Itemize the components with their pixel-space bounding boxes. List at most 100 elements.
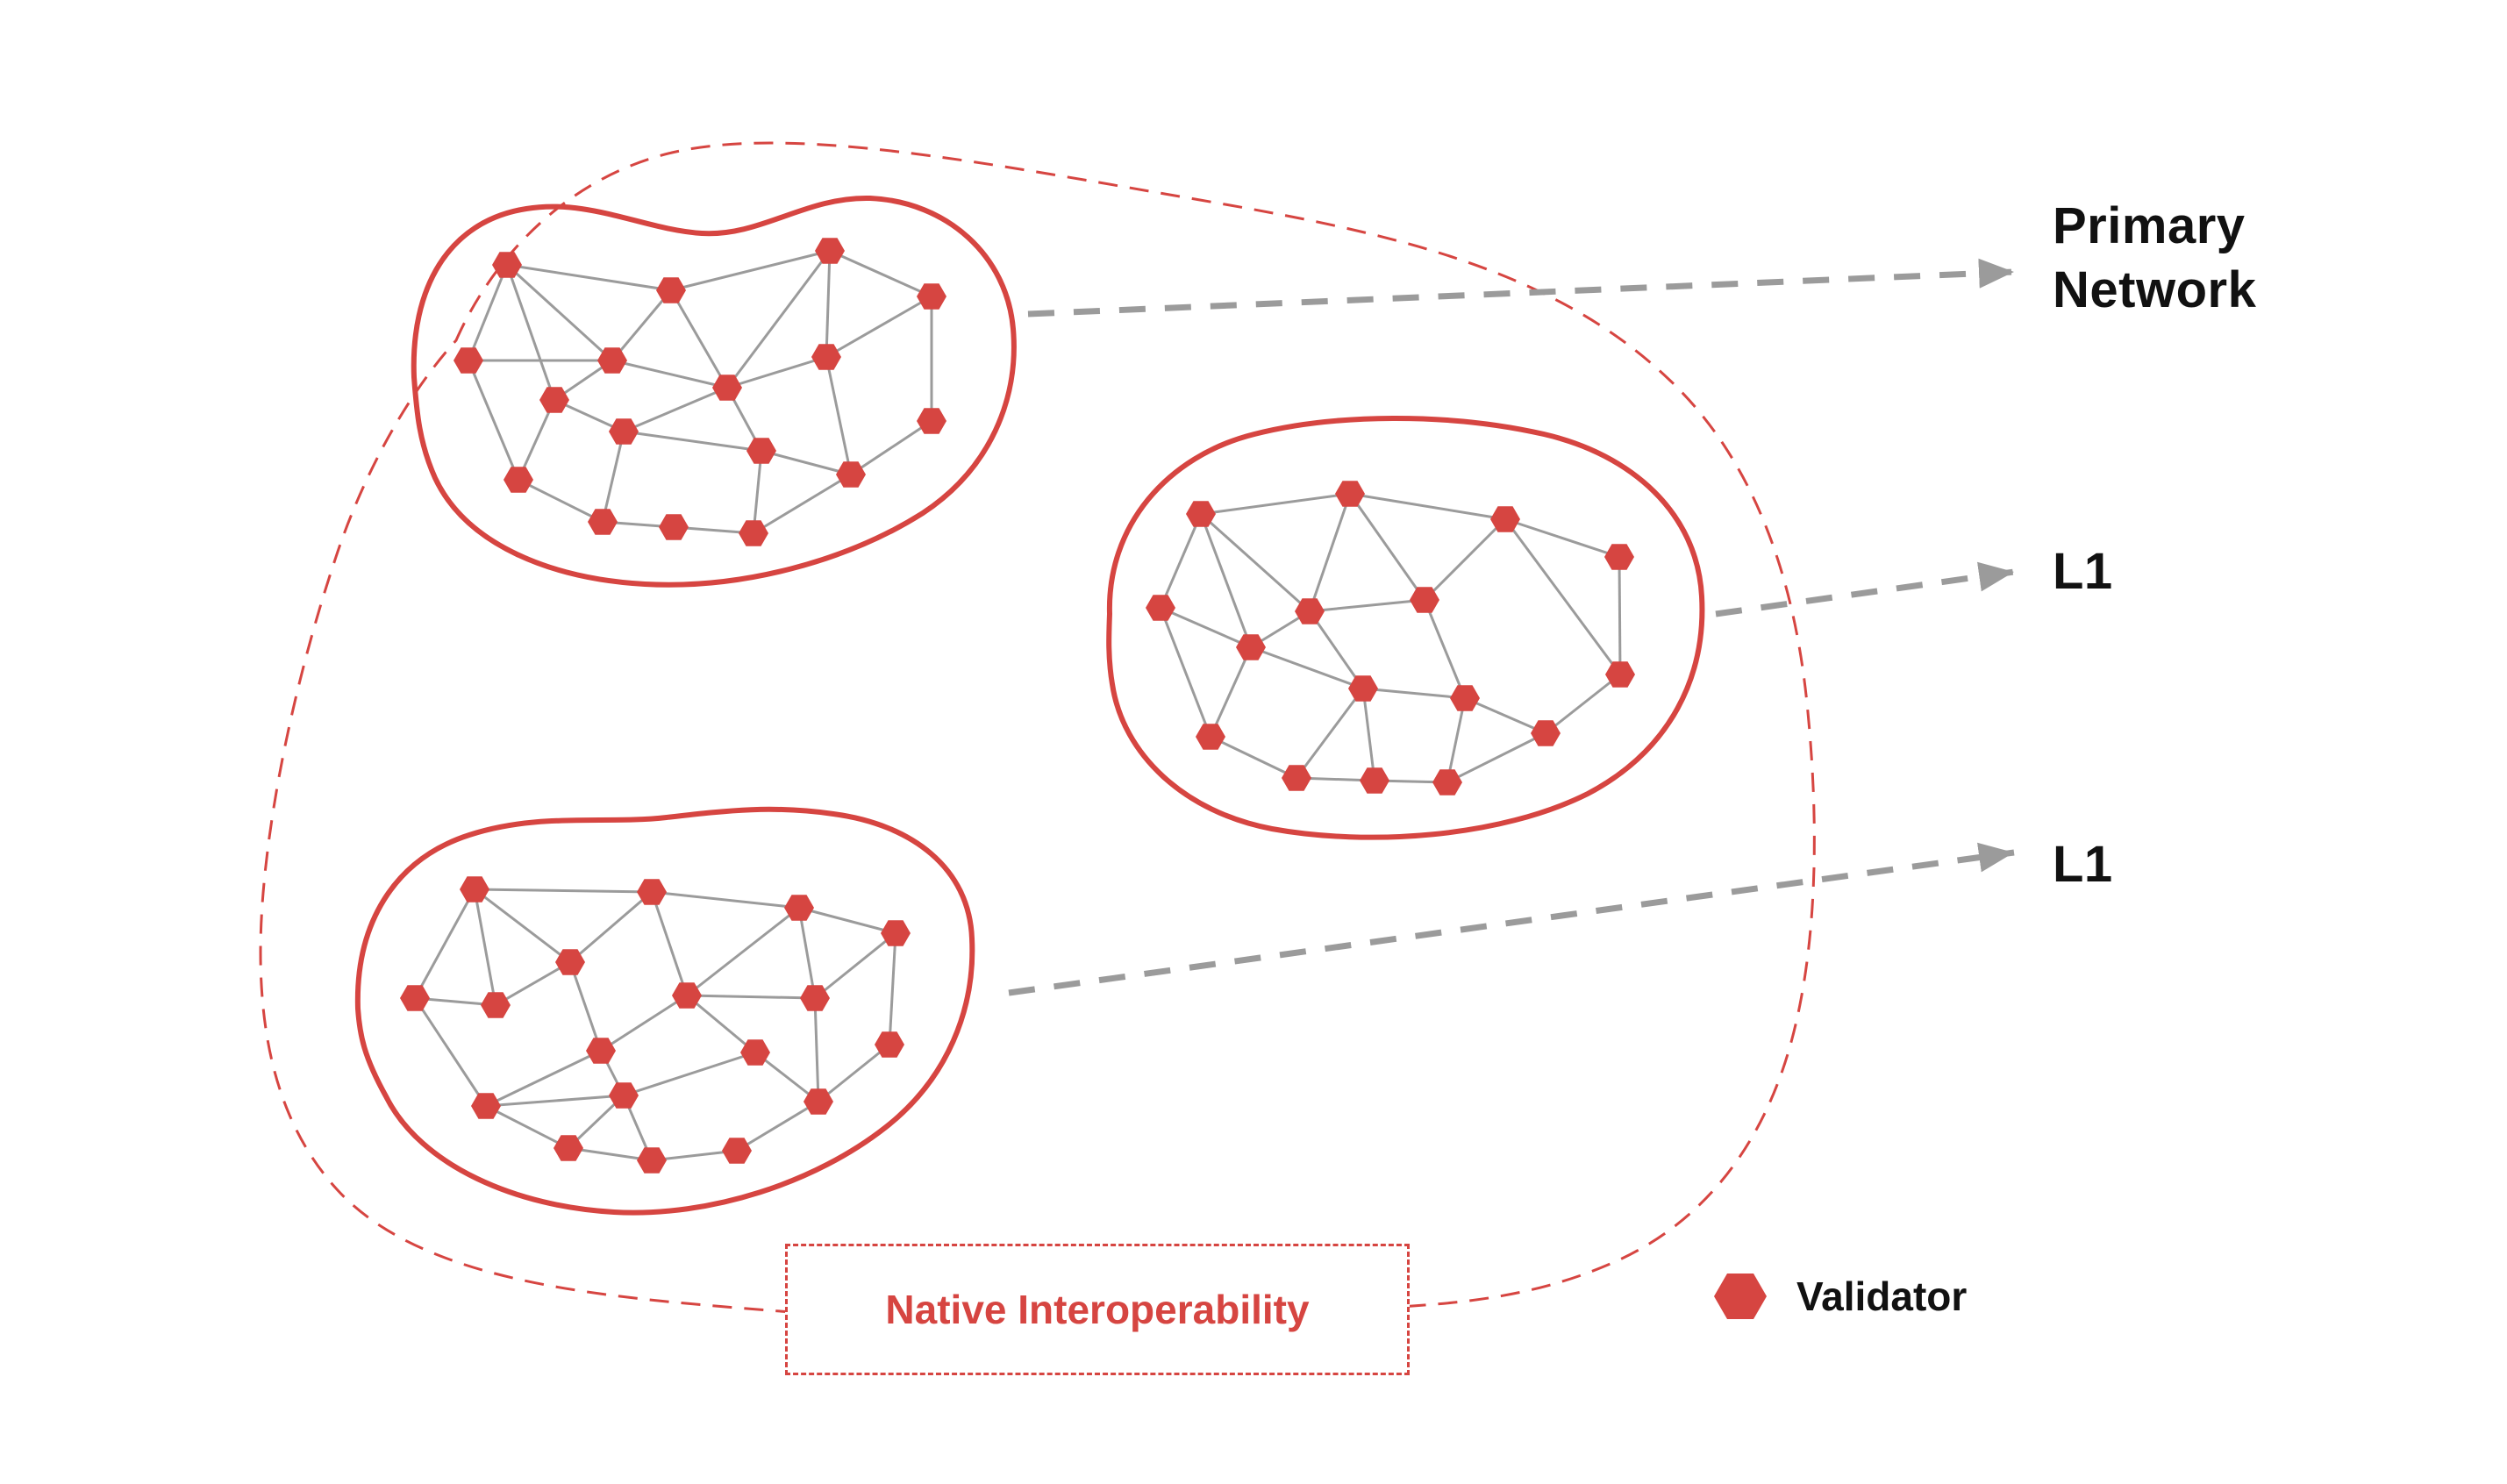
peer-link (888, 932, 897, 1045)
legend-validator-label: Validator (1796, 1274, 1968, 1319)
validator-node (1410, 587, 1439, 613)
validator-node (637, 879, 667, 905)
validator-node (1450, 685, 1480, 711)
validator-node (740, 1039, 770, 1066)
callout-arrow-l1-bottom (1008, 842, 2015, 996)
peer-link (474, 888, 653, 894)
peer-link (1250, 646, 1364, 690)
peer-link (600, 994, 688, 1052)
peer-link (797, 907, 817, 999)
validator-hexagon-icon (1714, 1274, 1767, 1319)
peer-link (505, 264, 556, 401)
peer-link (413, 888, 476, 999)
cluster-l1-top (1106, 416, 1705, 840)
peer-link (623, 1051, 756, 1097)
peer-link (825, 295, 932, 359)
peer-link (1308, 610, 1365, 689)
peer-link (670, 249, 831, 292)
peer-link (568, 961, 603, 1052)
peer-link (568, 1146, 653, 1162)
validator-node (400, 985, 430, 1011)
peer-link (686, 906, 800, 997)
peer-link (1160, 606, 1252, 649)
validator-node (881, 920, 911, 946)
peer-link (518, 478, 604, 524)
peer-link (651, 1149, 738, 1162)
peer-link (601, 431, 625, 523)
validator-node (722, 1138, 752, 1164)
validator-node (1605, 661, 1635, 688)
validator-node (471, 1093, 501, 1119)
peer-link (725, 250, 832, 389)
peer-link (623, 386, 728, 433)
validator-node (1604, 544, 1634, 570)
validator-node (492, 252, 522, 278)
callout-arrow-primary-network (1027, 258, 2015, 317)
validator-node (672, 982, 702, 1009)
peer-link (1423, 599, 1467, 699)
validator-node (1186, 501, 1216, 527)
peer-link (736, 1100, 819, 1152)
peer-link (761, 449, 852, 476)
peer-link (752, 450, 763, 534)
peer-link (1464, 696, 1546, 735)
peer-link (485, 1094, 625, 1108)
peer-link (726, 355, 827, 389)
peer-link (1446, 697, 1467, 783)
validator-node (712, 375, 742, 401)
peer-link (650, 891, 689, 996)
validator-node (555, 949, 585, 975)
label-l1-bottom: L1 (2053, 836, 2113, 893)
peer-link (485, 1049, 602, 1108)
validator-node (609, 418, 639, 445)
peer-link (753, 473, 852, 535)
validator-node (637, 1147, 667, 1174)
peer-link (825, 250, 832, 358)
validator-node (554, 1135, 583, 1161)
validator-node (597, 347, 627, 374)
callout-arrow-l1-top (1715, 561, 2015, 617)
validator-node (1432, 769, 1462, 796)
cluster-l1-bottom (354, 806, 975, 1216)
validator-node (811, 344, 841, 370)
cluster-outline (411, 195, 1017, 588)
validator-node (609, 1082, 639, 1109)
peer-link (1159, 513, 1203, 609)
validator-hexagon-shape (1714, 1274, 1767, 1319)
peer-link (754, 1051, 819, 1103)
peer-link (825, 356, 853, 475)
native-interoperability-label: Native Interoperability (885, 1287, 1310, 1332)
peer-link (473, 888, 497, 1006)
peer-link (1295, 688, 1365, 779)
peer-link (850, 419, 932, 476)
peer-link (474, 888, 571, 964)
peer-link (1446, 731, 1546, 784)
peer-link (505, 263, 614, 362)
interoperability-boundary (259, 141, 1816, 1321)
peer-link (1349, 492, 1506, 521)
validator-node (917, 408, 946, 434)
peer-link (651, 890, 800, 910)
peer-link (495, 960, 571, 1007)
validator-node (539, 387, 569, 413)
validator-node (656, 277, 686, 303)
peer-link (413, 997, 488, 1107)
peer-link (813, 997, 820, 1102)
legend: Validator (1712, 1272, 1967, 1321)
peer-link (611, 289, 673, 361)
peer-link (611, 359, 728, 389)
peer-link (623, 430, 762, 453)
validator-node (739, 520, 768, 546)
peer-link (1503, 518, 1622, 675)
peer-link (1210, 735, 1297, 780)
validator-node (1360, 767, 1389, 794)
native-interoperability-box: Native Interoperability (785, 1244, 1410, 1375)
peer-link (1159, 607, 1212, 738)
validator-node (1282, 765, 1311, 791)
validator-node (1295, 598, 1325, 624)
cluster-outline (354, 806, 975, 1216)
peer-link (467, 360, 520, 481)
peer-link (467, 264, 509, 361)
peer-link (506, 263, 672, 292)
